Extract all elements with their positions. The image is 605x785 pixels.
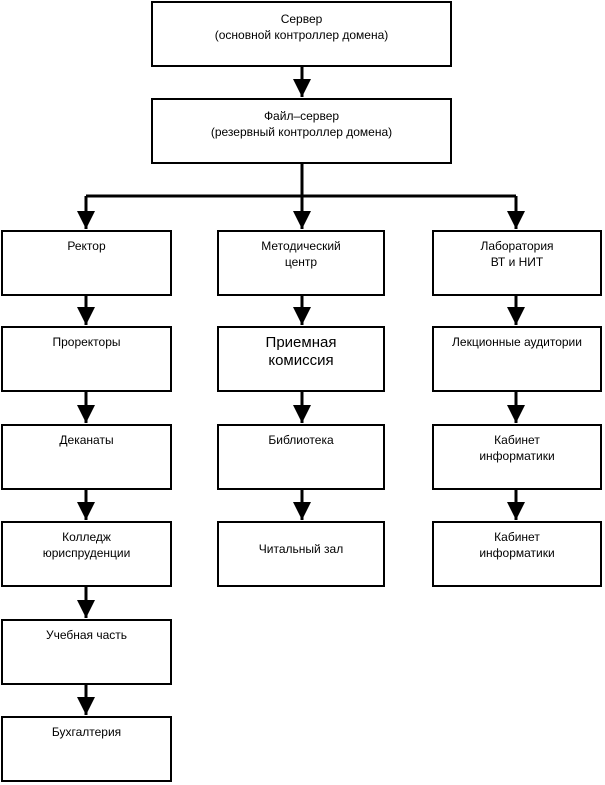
node-library: Библиотека	[217, 424, 385, 490]
node-fileserver-label: Файл–сервер (резервный контроллер домена…	[210, 109, 393, 139]
node-college: Колледж юриспруденции	[1, 521, 172, 587]
node-lab-label: Лаборатория ВТ и НИТ	[480, 239, 554, 269]
node-reading-label: Читальный зал	[258, 542, 344, 556]
node-server: Сервер (основной контроллер домена)	[151, 1, 452, 67]
node-method-label: Методический центр	[261, 239, 341, 269]
node-cab2: Кабинет информатики	[432, 521, 602, 587]
node-library-label: Библиотека	[268, 433, 334, 447]
node-admission: Приемная комиссия	[217, 326, 385, 392]
node-prorectors-label: Проректоры	[52, 335, 121, 349]
node-fileserver: Файл–сервер (резервный контроллер домена…	[151, 98, 452, 164]
node-server-label: Сервер (основной контроллер домена)	[214, 12, 389, 42]
node-accounting: Бухгалтерия	[1, 716, 172, 782]
node-study-label: Учебная часть	[45, 628, 128, 642]
node-lecture: Лекционные аудитории	[432, 326, 602, 392]
node-lecture-label: Лекционные аудитории	[452, 335, 582, 349]
node-lab: Лаборатория ВТ и НИТ	[432, 230, 602, 296]
node-deanery: Деканаты	[1, 424, 172, 490]
node-cab1: Кабинет информатики	[432, 424, 602, 490]
node-prorectors: Проректоры	[1, 326, 172, 392]
node-admission-label: Приемная комиссия	[265, 334, 337, 369]
node-cab1-label: Кабинет информатики	[479, 433, 555, 463]
node-rector-label: Ректор	[67, 239, 106, 253]
node-accounting-label: Бухгалтерия	[51, 725, 122, 739]
node-method: Методический центр	[217, 230, 385, 296]
node-college-label: Колледж юриспруденции	[42, 530, 131, 560]
node-deanery-label: Деканаты	[59, 433, 114, 447]
node-rector: Ректор	[1, 230, 172, 296]
node-cab2-label: Кабинет информатики	[479, 530, 555, 560]
node-reading: Читальный зал	[217, 521, 385, 587]
node-study: Учебная часть	[1, 619, 172, 685]
